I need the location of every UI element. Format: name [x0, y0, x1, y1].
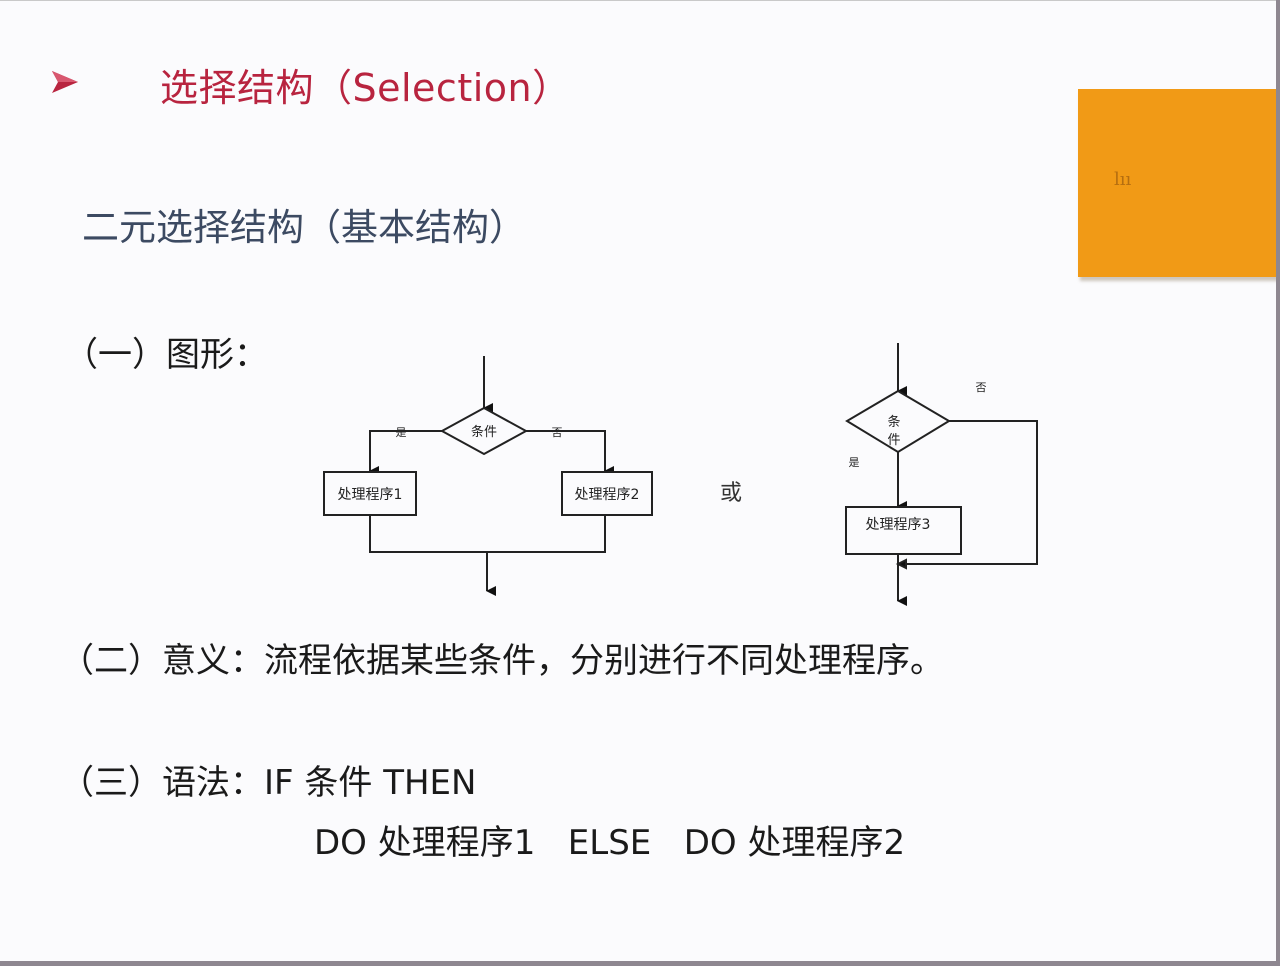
- window-border: [1276, 0, 1280, 966]
- flowchart-two-branch: [323, 356, 653, 596]
- d1-right-box-text: 处理程序2: [575, 487, 640, 503]
- section-figure-label: （一）图形：: [64, 335, 268, 375]
- section-syntax: （三）语法：IF 条件 THEN: [60, 755, 476, 804]
- bullet-arrow-icon: [52, 71, 78, 93]
- d2-box-text: 处理程序3: [866, 517, 931, 533]
- d2-condition-line1: 条: [887, 414, 900, 430]
- d2-yes-label: 是: [849, 456, 860, 469]
- section-meaning: （二）意义：流程依据某些条件，分别进行不同处理程序。: [60, 641, 944, 681]
- flowchart-single-branch: [845, 343, 1038, 606]
- d2-no-label: 否: [976, 381, 987, 394]
- d1-no-label: 否: [552, 426, 563, 439]
- decorative-orange-box: lıı: [1078, 89, 1276, 277]
- orange-box-mark: lıı: [1114, 169, 1132, 190]
- syntax-label: （三）语法：: [60, 763, 264, 803]
- syntax-line1: IF 条件 THEN: [264, 763, 477, 803]
- syntax-line2: DO 处理程序1 ELSE DO 处理程序2: [314, 823, 906, 863]
- d2-condition-line2: 件: [887, 433, 900, 448]
- d1-left-box-text: 处理程序1: [338, 487, 403, 503]
- d1-yes-label: 是: [396, 426, 407, 439]
- slide-title: 选择结构（Selection）: [160, 66, 571, 110]
- slide-subtitle: 二元选择结构（基本结构）: [82, 206, 526, 249]
- d1-condition-text: 条件: [471, 424, 497, 440]
- or-connector: 或: [720, 481, 743, 506]
